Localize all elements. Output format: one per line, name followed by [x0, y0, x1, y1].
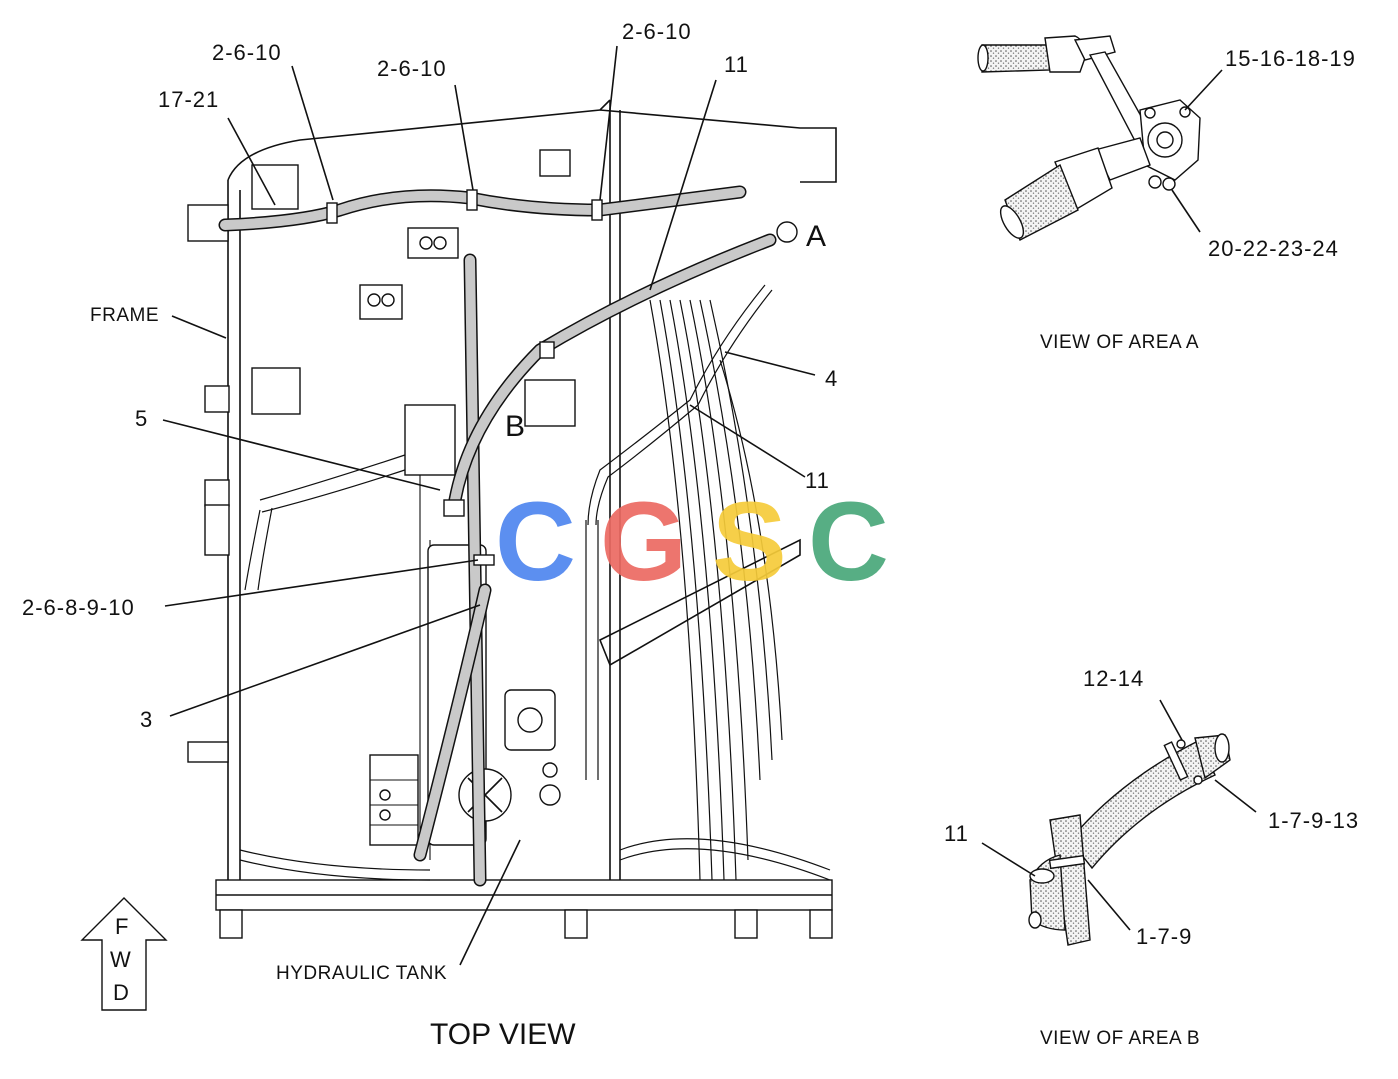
hose-segment [1069, 739, 1216, 870]
switch-port [367, 293, 381, 307]
hose-clamp [539, 341, 555, 359]
callout-2-6-10: 2-6-10 [377, 56, 447, 81]
view-area-b-title: VIEW OF AREA B [1040, 1028, 1200, 1049]
flange-bolt [1144, 107, 1156, 119]
frame-bracket [187, 741, 229, 763]
frame-panel [524, 379, 576, 427]
watermark-letter: S [712, 479, 787, 604]
hose-clamp [1163, 741, 1189, 781]
callout-11: 11 [944, 821, 969, 846]
callout-1-7-9: 1-7-9 [1136, 924, 1192, 949]
flange-bolt [1162, 177, 1176, 191]
pump-port [539, 784, 561, 806]
view-area-a-title: VIEW OF AREA A [1040, 332, 1199, 353]
switch-port [381, 293, 395, 307]
callout-frame: FRAME [90, 305, 159, 326]
callout-20-22-23-24: 20-22-23-24 [1208, 236, 1339, 261]
hose-segment [981, 44, 1051, 73]
hose-clamp [591, 199, 603, 221]
clip [1029, 868, 1055, 884]
frame-panel [251, 164, 299, 210]
frame-bracket [204, 479, 230, 507]
hose-clamp [466, 189, 478, 211]
clamp-bolt [1193, 775, 1203, 785]
hose-clamp [1048, 854, 1086, 870]
switch-port [433, 236, 447, 250]
view-area-a: 15-16-18-19 20-22-23-24 VIEW OF AREA A [977, 35, 1356, 353]
callout-2-6-10: 2-6-10 [622, 19, 692, 44]
frame-foot [734, 909, 758, 939]
pump-port [542, 762, 558, 778]
hose-end [1214, 733, 1230, 763]
fwd-letter-w: W [110, 947, 132, 972]
control-valve [369, 754, 419, 846]
callout-17-21: 17-21 [158, 87, 219, 112]
callout-12-14: 12-14 [1083, 666, 1144, 691]
frame-bracket [204, 504, 230, 556]
callout-5: 5 [135, 406, 148, 431]
callout-11: 11 [805, 468, 830, 493]
switch-block [407, 227, 459, 259]
top-view-title: TOP VIEW [430, 1018, 576, 1051]
callout-3: 3 [140, 707, 153, 732]
hose-clamp [326, 202, 338, 224]
leader-lines [162, 45, 816, 966]
callout-1-7-9-13: 1-7-9-13 [1268, 808, 1359, 833]
flange-bolt [1148, 175, 1162, 189]
fwd-letter-d: D [113, 980, 130, 1005]
frame-foot [219, 909, 243, 939]
callout-hydraulic-tank: HYDRAULIC TANK [276, 963, 447, 984]
area-b-marker: B [505, 410, 525, 443]
forward-arrow-icon [80, 897, 168, 1011]
watermark-letter: C [495, 479, 576, 604]
watermark: C G S C [495, 479, 889, 604]
frame-foot [809, 909, 833, 939]
callout-11: 11 [724, 52, 749, 77]
valve-port [379, 789, 391, 801]
flange-bolt [1179, 106, 1191, 118]
switch-port [419, 236, 433, 250]
frame-panel [539, 149, 571, 177]
callouts: 17-21 2-6-10 2-6-10 2-6-10 11 FRAME 5 4 … [22, 19, 838, 1051]
watermark-letter: C [808, 479, 889, 604]
frame-bracket [204, 385, 230, 413]
fwd-arrow: F W D [80, 897, 168, 1011]
manifold-block [404, 404, 456, 476]
pump-port [517, 707, 543, 733]
hose-fitting [443, 499, 465, 517]
switch-block [359, 284, 403, 320]
callout-15-16-18-19: 15-16-18-19 [1225, 46, 1356, 71]
watermark-letter: G [600, 479, 687, 604]
area-a-marker: A [806, 220, 826, 253]
frame-foot [564, 909, 588, 939]
callout-2-6-10: 2-6-10 [212, 40, 282, 65]
view-area-b: 12-14 1-7-9-13 11 1-7-9 VIEW OF AREA B [944, 666, 1359, 1049]
fwd-letter-f: F [115, 914, 129, 939]
flange-port-inner [1156, 131, 1174, 149]
clamp-bolt [1176, 739, 1186, 749]
callout-2-6-8-9-10: 2-6-8-9-10 [22, 595, 135, 620]
hoses [218, 185, 777, 887]
hose-end [999, 205, 1025, 239]
area-a-fitting [776, 221, 798, 243]
callout-4: 4 [825, 366, 838, 391]
frame-panel [251, 367, 301, 415]
valve-port [379, 809, 391, 821]
hose-end [977, 44, 989, 72]
hose-end [1028, 911, 1042, 929]
